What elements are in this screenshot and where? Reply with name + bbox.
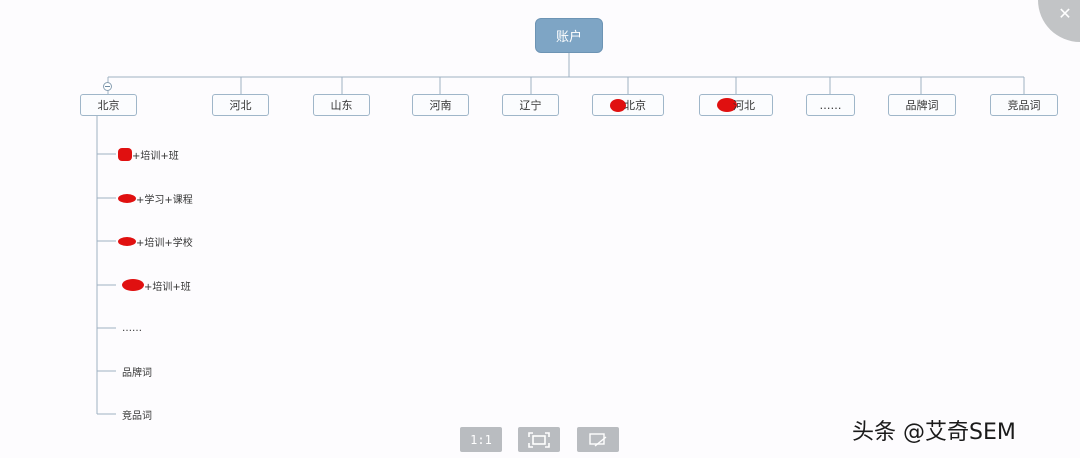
branch-node-label: 河北 bbox=[733, 99, 755, 112]
fit-screen-button[interactable] bbox=[518, 427, 560, 452]
redaction-mark bbox=[122, 279, 144, 291]
branch-node[interactable]: 河南 bbox=[412, 94, 469, 116]
actual-size-label: 1:1 bbox=[470, 432, 492, 447]
root-node-label: 账户 bbox=[555, 30, 582, 45]
branch-node[interactable]: 山东 bbox=[313, 94, 370, 116]
leaf-node-label: 竞品词 bbox=[122, 410, 152, 422]
redaction-mark bbox=[118, 147, 132, 161]
leaf-node[interactable]: 品牌词 bbox=[122, 363, 152, 379]
redaction-mark bbox=[118, 193, 136, 203]
leaf-node-label: 品牌词 bbox=[122, 367, 152, 379]
branch-node[interactable]: 辽宁 bbox=[502, 94, 559, 116]
branch-node-label: 品牌词 bbox=[905, 99, 939, 112]
branch-node[interactable]: 河北 bbox=[699, 94, 773, 116]
edit-icon bbox=[589, 432, 607, 447]
leaf-node[interactable]: …… bbox=[122, 320, 142, 336]
branch-node[interactable]: 竞品词 bbox=[990, 94, 1058, 116]
leaf-node[interactable]: +培训+班 bbox=[118, 146, 179, 162]
branch-node-label: 河南 bbox=[429, 99, 452, 112]
branch-node[interactable]: 品牌词 bbox=[888, 94, 956, 116]
branch-node-label: 辽宁 bbox=[519, 99, 542, 112]
branch-node[interactable]: 北京 bbox=[592, 94, 664, 116]
redaction-mark bbox=[118, 236, 136, 246]
leaf-node-label: +培训+学校 bbox=[136, 237, 193, 249]
branch-node-label: 山东 bbox=[330, 99, 353, 112]
branch-node-label: 北京 bbox=[624, 99, 646, 112]
root-node[interactable]: 账户 bbox=[535, 18, 603, 53]
leaf-node-label: +学习+课程 bbox=[136, 194, 193, 206]
edit-button[interactable] bbox=[577, 427, 619, 452]
leaf-node-label: +培训+班 bbox=[144, 281, 191, 293]
actual-size-button[interactable]: 1:1 bbox=[460, 427, 502, 452]
watermark-text: 头条 @艾奇SEM bbox=[852, 420, 1016, 445]
close-icon[interactable]: ✕ bbox=[1058, 4, 1072, 23]
leaf-node[interactable]: 竞品词 bbox=[122, 406, 152, 422]
leaf-node[interactable]: +学习+课程 bbox=[118, 190, 193, 206]
leaf-node-label: +培训+班 bbox=[132, 150, 179, 162]
branch-node-label: 北京 bbox=[97, 99, 120, 112]
branch-node[interactable]: 北京 bbox=[80, 94, 137, 116]
collapse-toggle-icon[interactable] bbox=[103, 82, 112, 91]
branch-node-label: 竞品词 bbox=[1007, 99, 1041, 112]
branch-node-label: …… bbox=[819, 98, 842, 112]
branch-node[interactable]: …… bbox=[806, 94, 855, 116]
redaction-mark bbox=[610, 98, 626, 112]
leaf-node-label: …… bbox=[122, 322, 142, 334]
branch-node[interactable]: 河北 bbox=[212, 94, 269, 116]
leaf-node[interactable]: +培训+学校 bbox=[118, 233, 193, 249]
redaction-mark bbox=[717, 98, 737, 112]
leaf-node[interactable]: +培训+班 bbox=[118, 277, 191, 293]
fit-screen-icon bbox=[528, 431, 550, 448]
branch-node-label: 河北 bbox=[229, 99, 252, 112]
